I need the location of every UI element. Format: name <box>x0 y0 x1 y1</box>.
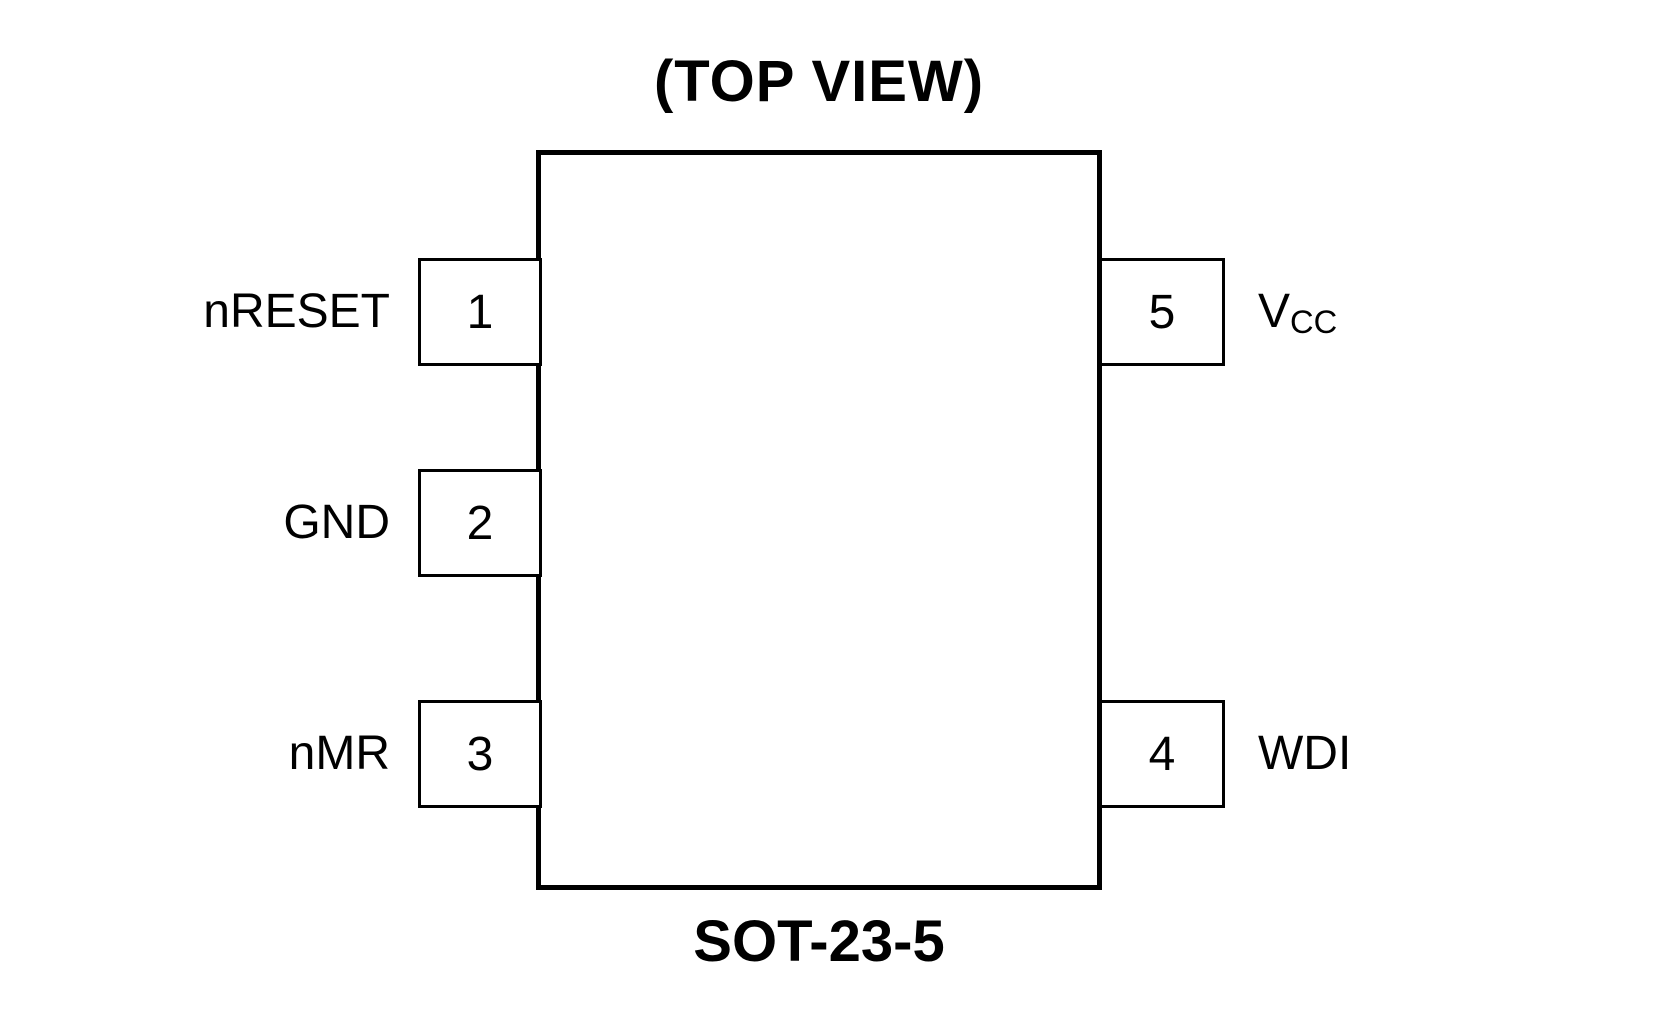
pin-5-box: 5 <box>1099 258 1225 366</box>
pin-1-box: 1 <box>418 258 542 366</box>
pin-2-label: GND <box>283 496 390 549</box>
pin-4-box: 4 <box>1099 700 1225 808</box>
pin-4-label: WDI <box>1258 700 1598 812</box>
package-name: SOT-23-5 <box>693 909 945 974</box>
ic-body <box>536 150 1102 890</box>
pin-4-number: 4 <box>1148 727 1176 781</box>
pin-5-number: 5 <box>1148 285 1176 339</box>
pin-4-label-base: WDI <box>1258 727 1352 780</box>
pin-3-box: 3 <box>418 700 542 808</box>
pin-5-label-subscript: CC <box>1290 302 1338 340</box>
pin-5-label-base: V <box>1258 285 1291 338</box>
pin-2-number: 2 <box>466 496 494 550</box>
pin-3-label: nMR <box>288 727 390 780</box>
pin-1-label: nRESET <box>203 285 390 338</box>
pin-3-number: 3 <box>466 727 494 781</box>
pin-5-label: VCC <box>1258 258 1598 370</box>
pin-2-box: 2 <box>418 469 542 577</box>
pin-1-number: 1 <box>466 285 494 339</box>
diagram-title: (TOP VIEW) <box>653 49 985 114</box>
